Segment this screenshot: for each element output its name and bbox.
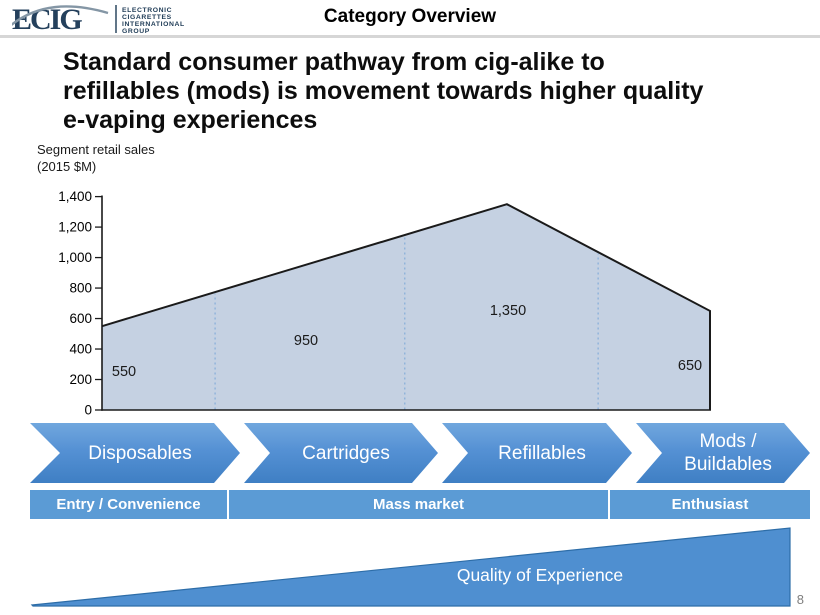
chevron-mods-buildables: Mods / Buildables [636,423,810,483]
area-outline [101,203,711,410]
pathway-chevrons: Disposables Cartridges Refillables Mods … [0,423,820,483]
y-tick-label: 1,000 [58,250,92,265]
segment-mass-market: Mass market [227,490,608,519]
page-title: Category Overview [323,6,497,27]
chart-axis-title: Segment retail sales (2015 $M) [37,141,155,175]
logo-org-line: GROUP [122,28,150,35]
logo-org-line: INTERNATIONAL [122,21,185,28]
heading-line: refillables (mods) is movement towards h… [63,77,704,105]
company-logo: ECIG ELECTRONIC CIGARETTES INTERNATIONAL… [12,3,185,36]
chart-segment-separators [214,236,599,410]
header-divider [0,35,820,38]
segment-value-label: 650 [678,358,702,374]
axis-title-line: (2015 $M) [37,159,97,174]
chevron-refillables: Refillables [442,423,632,483]
chart-value-labels: 550 950 1,350 650 [112,303,702,380]
axis-title-line: Segment retail sales [37,142,155,157]
logo-swoosh-icon [12,5,109,27]
segment-value-label: 950 [294,333,318,349]
segment-value-label: 550 [112,364,136,380]
y-tick-label: 800 [69,281,92,296]
area-fill [102,204,710,410]
heading-line: Standard consumer pathway from cig-alike… [63,48,605,76]
y-tick-label: 400 [69,342,92,357]
heading-line: e-vaping experiences [63,106,318,134]
chart-area-shape [101,203,711,410]
area-chart: 0 200 400 600 800 1,000 1,200 1,400 550 950 1,350… [58,189,711,418]
quality-wedge: Quality of Experience [30,527,791,607]
y-tick-label: 0 [84,403,92,418]
market-segment-band: Entry / Convenience Mass market Enthusia… [30,490,810,519]
logo-org-line: ELECTRONIC [122,7,172,14]
y-tick-label: 600 [69,311,92,326]
chevron-disposables: Disposables [30,423,240,483]
page-number: 8 [796,592,804,607]
segment-enthusiast: Enthusiast [608,490,810,519]
y-axis-ticks: 0 200 400 600 800 1,000 1,200 1,400 [58,189,102,418]
segment-value-label: 1,350 [490,303,526,319]
segment-entry-convenience: Entry / Convenience [56,496,201,513]
quality-triangle [30,527,791,607]
chevron-cartridges: Cartridges [244,423,438,483]
logo-org-line: CIGARETTES [122,14,172,21]
y-tick-label: 1,400 [58,189,92,204]
y-tick-label: 1,200 [58,220,92,235]
slide-heading: Standard consumer pathway from cig-alike… [63,48,703,135]
quality-label: Quality of Experience [457,565,623,585]
y-tick-label: 200 [69,372,92,387]
